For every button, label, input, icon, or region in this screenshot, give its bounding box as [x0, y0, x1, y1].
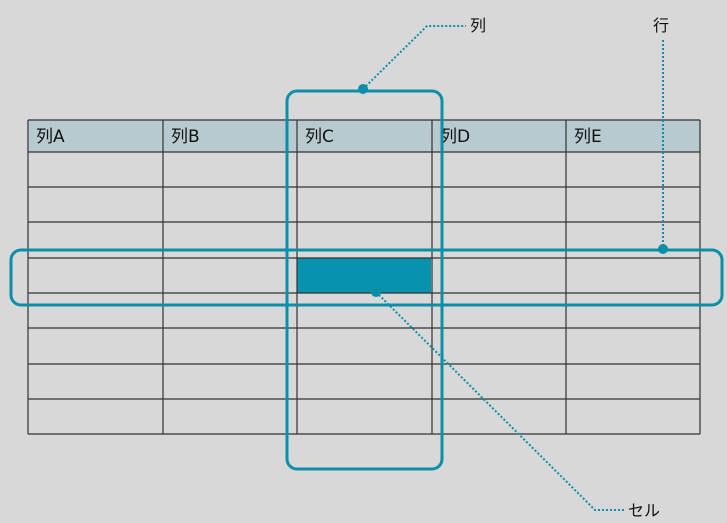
column-header-2: 列C: [305, 127, 334, 147]
column-header-0: 列A: [36, 127, 65, 147]
row-callout: 行: [653, 16, 669, 254]
row-highlight-outline: [9, 248, 724, 307]
row-callout-dot: [658, 244, 668, 254]
column-header-4: 列E: [574, 127, 602, 147]
row-callout-label: 行: [653, 16, 669, 35]
table-grid: [27, 119, 701, 435]
cell-callout-label: セル: [628, 501, 660, 520]
column-callout-label: 列: [470, 16, 486, 35]
cell-callout-leader: [375, 291, 624, 511]
column-callout: 列: [358, 16, 486, 94]
table-header-row: 列A 列B 列C 列D 列E: [36, 127, 602, 147]
column-callout-leader: [362, 25, 466, 90]
highlighted-cell: [297, 258, 431, 293]
cell-callout: セル: [371, 287, 660, 520]
column-header-1: 列B: [171, 127, 200, 147]
column-header-3: 列D: [440, 127, 470, 147]
table-header-band: [28, 120, 700, 152]
